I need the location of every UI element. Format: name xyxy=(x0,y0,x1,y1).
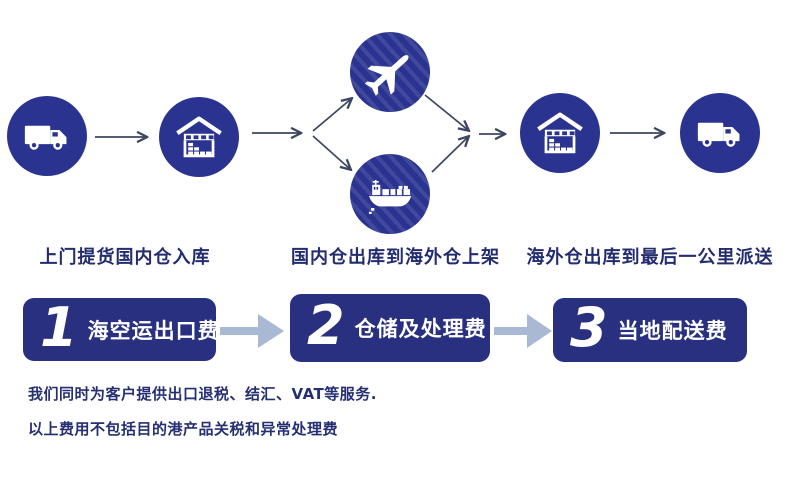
warehouse-icon xyxy=(176,116,222,158)
domestic-warehouse-node xyxy=(159,97,239,177)
truck-icon xyxy=(697,122,740,147)
thin-arrow-group xyxy=(95,94,663,173)
stage-label-pickup: 上门提货国内仓入库 xyxy=(39,247,211,268)
fee-label: 仓储及处理费 xyxy=(354,317,487,341)
cargo-ship-icon xyxy=(368,179,412,214)
delivery-truck-node xyxy=(680,93,760,173)
overseas-warehouse-node xyxy=(520,93,600,173)
fee-step-3: 3 当地配送费 xyxy=(553,298,747,362)
fee-number: 3 xyxy=(570,296,608,359)
truck-icon xyxy=(24,125,67,150)
stage-label-transit: 国内仓出库到海外仓上架 xyxy=(291,247,500,268)
airplane-icon xyxy=(364,55,409,96)
pickup-truck-node xyxy=(7,96,87,176)
step-arrow-group xyxy=(220,314,552,348)
arrow-up-right-icon xyxy=(312,99,351,132)
big-arrow-right-icon xyxy=(494,314,552,348)
fee-step-2: 2 仓储及处理费 xyxy=(290,294,490,362)
air-freight-node xyxy=(350,32,430,112)
stage-label-lastmile: 海外仓出库到最后一公里派送 xyxy=(526,247,774,268)
note-fee-exclusions: 以上费用不包括目的港产品关税和异常处理费 xyxy=(28,420,339,438)
arrow-up-right-icon xyxy=(431,137,468,173)
fee-label: 当地配送费 xyxy=(617,319,728,343)
warehouse-icon xyxy=(537,112,583,154)
fee-number: 2 xyxy=(307,294,345,357)
fee-label: 海空运出口费 xyxy=(87,318,220,343)
big-arrow-right-icon xyxy=(220,314,284,348)
sea-freight-node xyxy=(350,154,430,234)
fee-step-1: 1 海空运出口费 xyxy=(23,295,219,361)
fee-number: 1 xyxy=(40,295,78,359)
arrow-down-right-icon xyxy=(424,94,468,130)
arrow-down-right-icon xyxy=(312,135,350,169)
note-services: 我们同时为客户提供出口退税、结汇、VAT等服务. xyxy=(28,385,377,403)
